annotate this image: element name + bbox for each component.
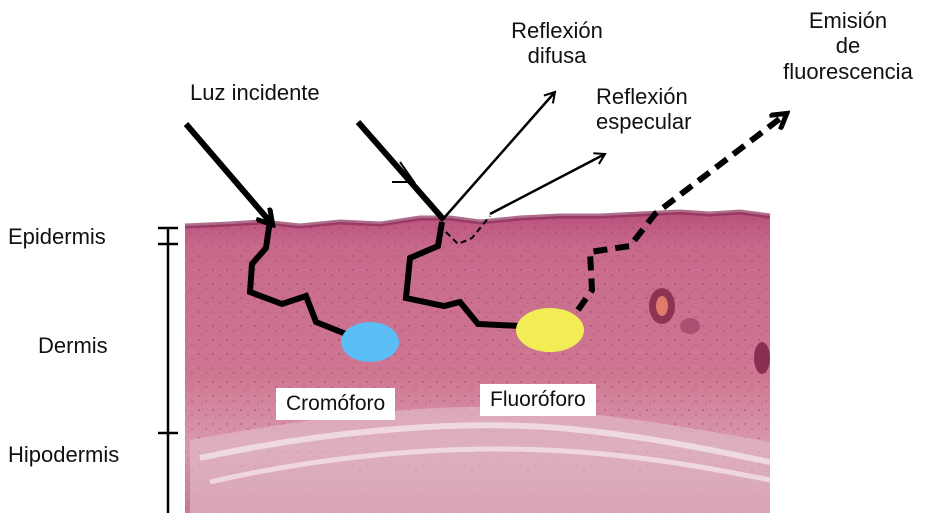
tissue-section (185, 212, 770, 513)
diffuse-reflection-label: Reflexión difusa (494, 18, 620, 69)
incident-light-arrow-2 (358, 122, 444, 220)
incident-light-label: Luz incidente (190, 80, 320, 105)
chromophore-marker (341, 322, 399, 362)
specular-reflection-label: Reflexión especular (596, 84, 691, 135)
diffuse-reflection-line1: Reflexión (494, 18, 620, 43)
fluorophore-label: Fluoróforo (480, 384, 596, 416)
layer-bracket (158, 228, 178, 513)
fluorophore-marker (516, 308, 584, 352)
fluorescence-line3: fluorescencia (760, 59, 936, 84)
specular-reflection-line1: Reflexión (596, 84, 691, 109)
chromophore-label: Cromóforo (276, 388, 395, 420)
hypodermis-label: Hipodermis (8, 442, 119, 467)
epidermis-label: Epidermis (8, 224, 106, 249)
specular-reflection-arrow (490, 154, 605, 214)
incident-light-arrow-1 (186, 124, 272, 224)
dermis-label: Dermis (38, 333, 108, 358)
fluorescence-line2: de (760, 33, 936, 58)
fluorescence-emission-label: Emisión de fluorescencia (760, 8, 936, 84)
fluorescence-line1: Emisión (760, 8, 936, 33)
specular-reflection-line2: especular (596, 109, 691, 134)
diffuse-reflection-line2: difusa (494, 43, 620, 68)
diffuse-reflection-arrow (444, 92, 555, 218)
